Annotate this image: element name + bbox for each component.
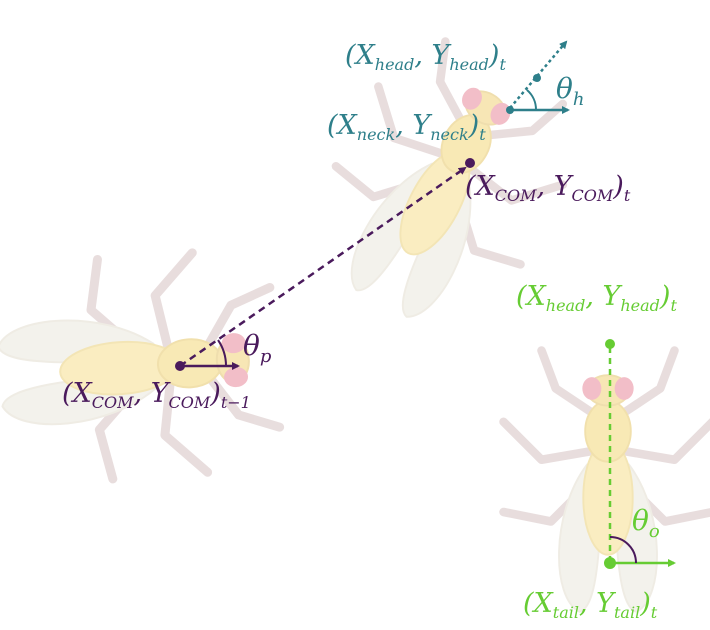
theta-h-label: θh <box>556 72 584 110</box>
head-top-label: (Xhead, Yhead)t <box>345 40 506 74</box>
fly-right-icon <box>504 351 710 612</box>
head-t-label: (Xhead, Yhead)t <box>516 281 677 315</box>
head-point-right <box>605 339 615 349</box>
theta-h-arc <box>527 90 536 110</box>
neck-point <box>506 106 514 114</box>
com-prev-point <box>175 361 185 371</box>
tail-point <box>604 557 616 569</box>
com-t-label: (XCOM, YCOM)t <box>465 171 631 205</box>
com-t-point <box>465 158 475 168</box>
com-prev-label: (XCOM, YCOM)t−1 <box>62 378 251 412</box>
theta-p-label: θp <box>243 329 272 367</box>
head-point-top <box>533 74 541 82</box>
fly-left-icon <box>0 248 282 487</box>
